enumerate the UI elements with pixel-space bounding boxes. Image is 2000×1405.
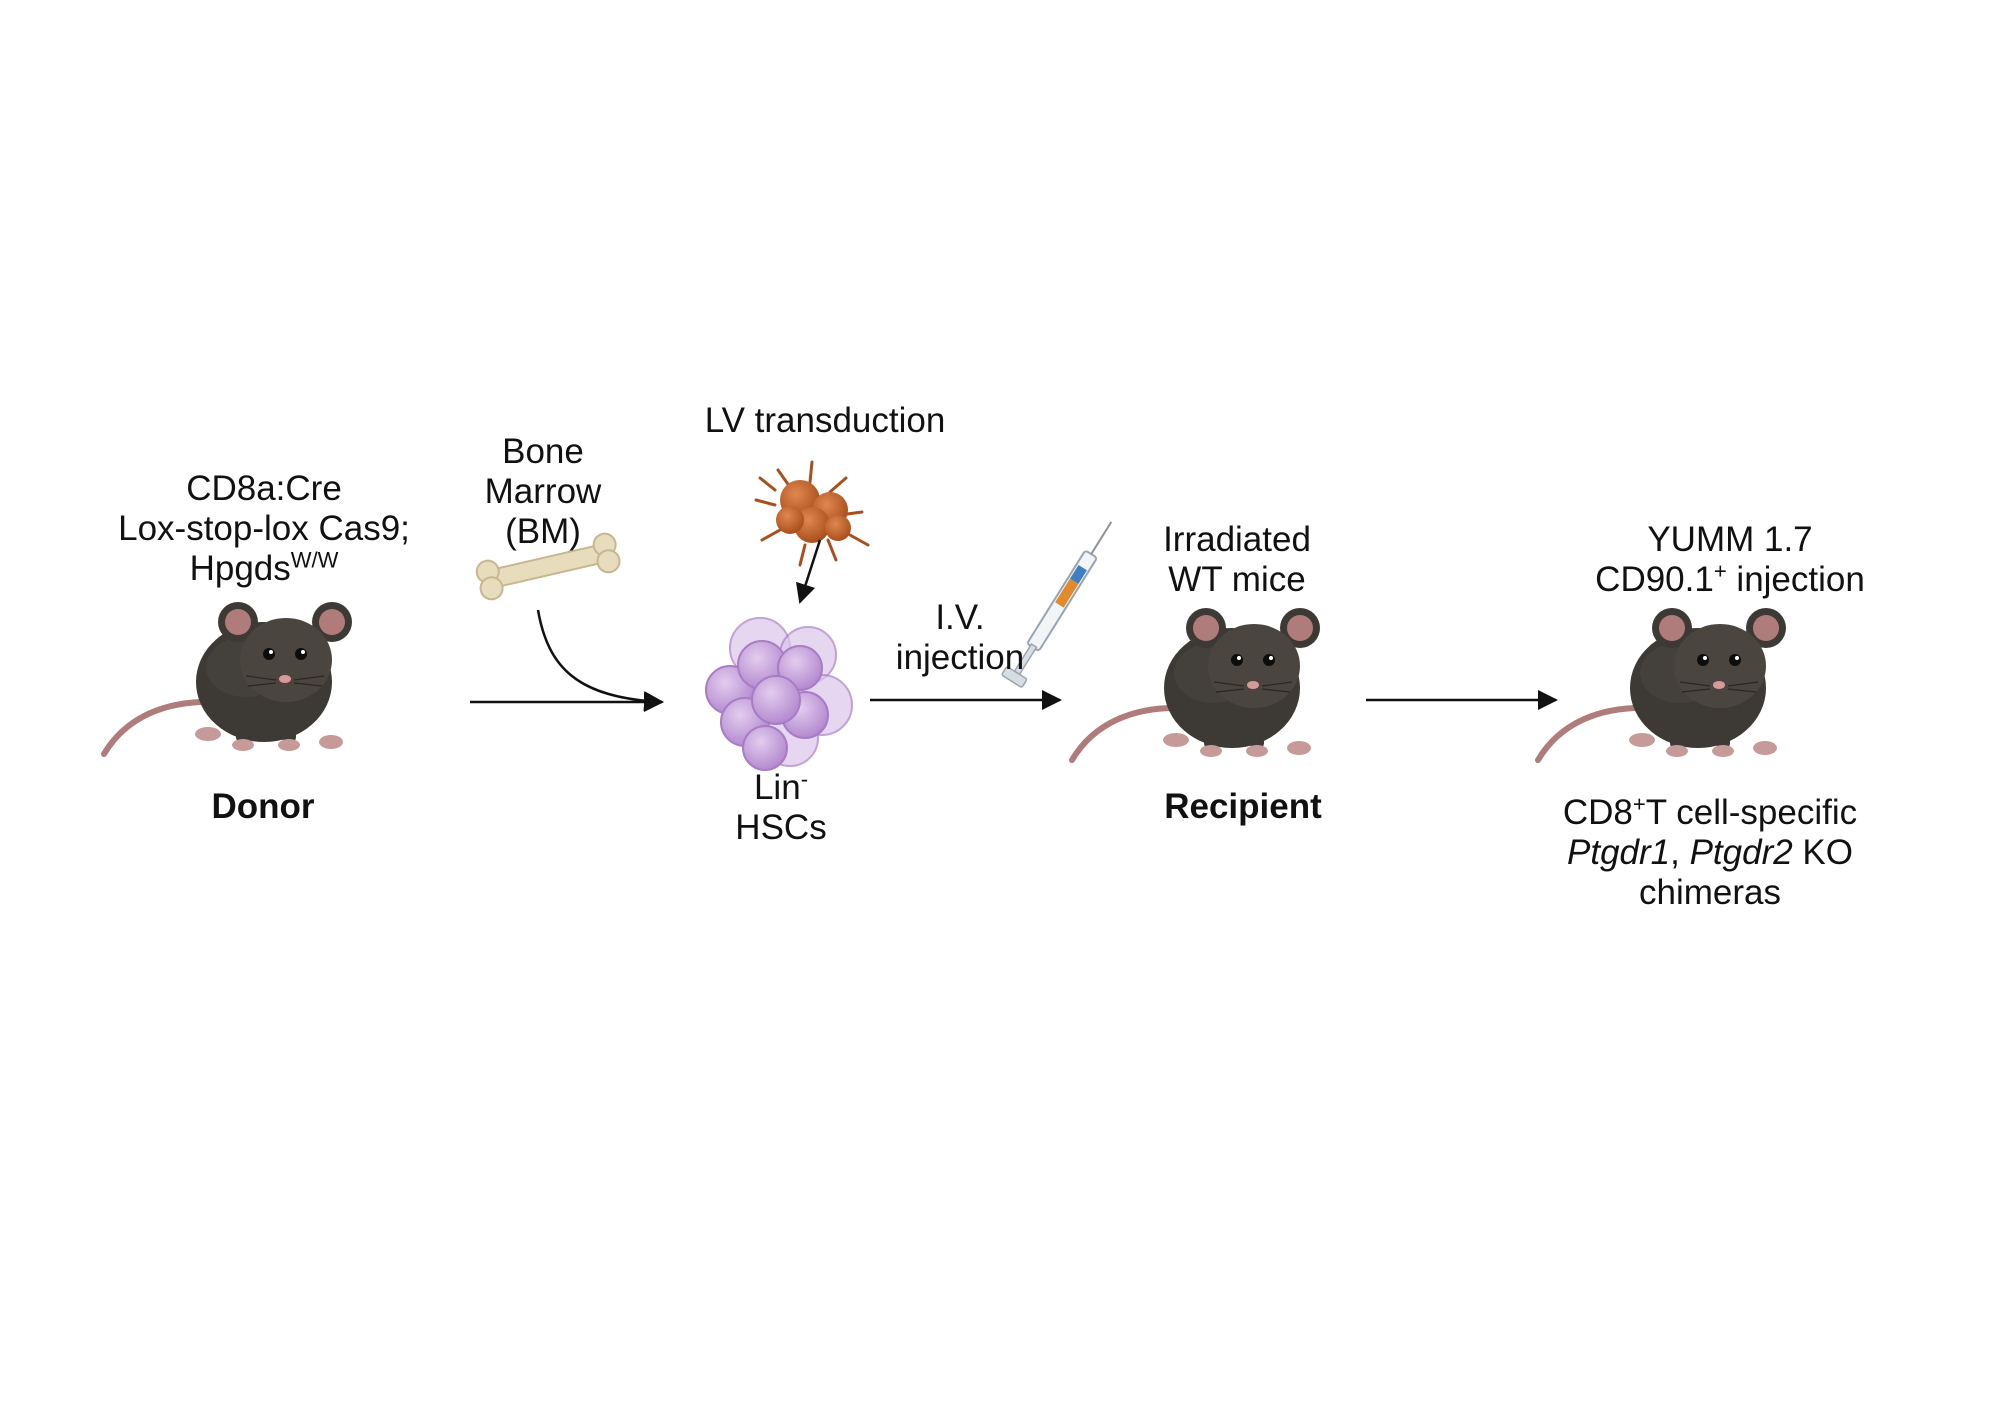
recipient-line2: WT mice bbox=[1168, 560, 1306, 599]
gene-ptgdr1: Ptgdr1 bbox=[1567, 833, 1671, 872]
chimera-cd8: CD8 bbox=[1562, 793, 1633, 832]
chimera-mouse-icon bbox=[1538, 608, 1786, 760]
recipient-line1: Irradiated bbox=[1163, 520, 1311, 559]
tumor-sup: + bbox=[1713, 558, 1727, 584]
ko-text: KO bbox=[1792, 833, 1853, 872]
recipient-caption: Recipient bbox=[1164, 787, 1322, 826]
donor-gene: Hpgds bbox=[189, 549, 291, 588]
syringe-icon bbox=[1001, 521, 1113, 688]
donor-genotype-line2: Lox-stop-lox Cas9; bbox=[118, 509, 410, 548]
chimera-line1: CD8+T cell-specific bbox=[1563, 793, 1857, 833]
hsc-line2: HSCs bbox=[735, 808, 827, 847]
donor-gene-sup: W/W bbox=[290, 547, 339, 573]
donor-genotype-line1: CD8a:Cre bbox=[186, 469, 342, 508]
chimera-specific: T cell-specific bbox=[1645, 793, 1858, 832]
tumor-injection-label: YUMM 1.7 CD90.1+ injection bbox=[1595, 520, 1865, 600]
tumor-line2: CD90.1+ injection bbox=[1595, 560, 1865, 600]
recipient-label: Irradiated WT mice bbox=[1163, 520, 1311, 600]
lv-arrow bbox=[796, 539, 822, 604]
hsc-line1: Lin- bbox=[735, 768, 826, 808]
chimera-sup: + bbox=[1632, 791, 1646, 817]
iv-line1: I.V. bbox=[935, 598, 985, 637]
donor-caption: Donor bbox=[211, 787, 315, 826]
donor-genotype-line3: HpgdsW/W bbox=[118, 549, 410, 589]
tumor-injection-word: injection bbox=[1726, 560, 1865, 599]
gene-ptgdr2: Ptgdr2 bbox=[1689, 833, 1793, 872]
donor-mouse-icon bbox=[104, 602, 352, 754]
bone-marrow-label: Bone Marrow (BM) bbox=[485, 432, 602, 552]
lin-sup: - bbox=[800, 766, 809, 792]
hsc-cells-icon bbox=[705, 617, 853, 771]
donor-genotype: CD8a:Cre Lox-stop-lox Cas9; HpgdsW/W bbox=[118, 469, 410, 589]
iv-line2: injection bbox=[895, 638, 1025, 677]
gene-separator: , bbox=[1670, 833, 1690, 872]
hsc-label: Lin- HSCs bbox=[735, 768, 826, 848]
chimera-label: CD8+T cell-specific Ptgdr1, Ptgdr2 KO ch… bbox=[1563, 793, 1857, 913]
tumor-cd901: CD90.1 bbox=[1595, 560, 1714, 599]
bm-line3: (BM) bbox=[505, 512, 581, 551]
chimera-line2: Ptgdr1, Ptgdr2 KO bbox=[1563, 833, 1857, 873]
iv-injection-label: I.V. injection bbox=[896, 598, 1024, 678]
virus-icon bbox=[754, 460, 870, 567]
bone-icon bbox=[475, 532, 621, 601]
lv-transduction-label: LV transduction bbox=[704, 401, 946, 440]
bm-line2: Marrow bbox=[484, 472, 602, 511]
lin-text: Lin bbox=[753, 768, 801, 807]
chimera-line3: chimeras bbox=[1639, 873, 1781, 912]
recipient-mouse-icon bbox=[1072, 608, 1320, 760]
bm-line1: Bone bbox=[502, 432, 584, 471]
bm-curve-arrow bbox=[536, 609, 664, 712]
tumor-line1: YUMM 1.7 bbox=[1647, 520, 1813, 559]
